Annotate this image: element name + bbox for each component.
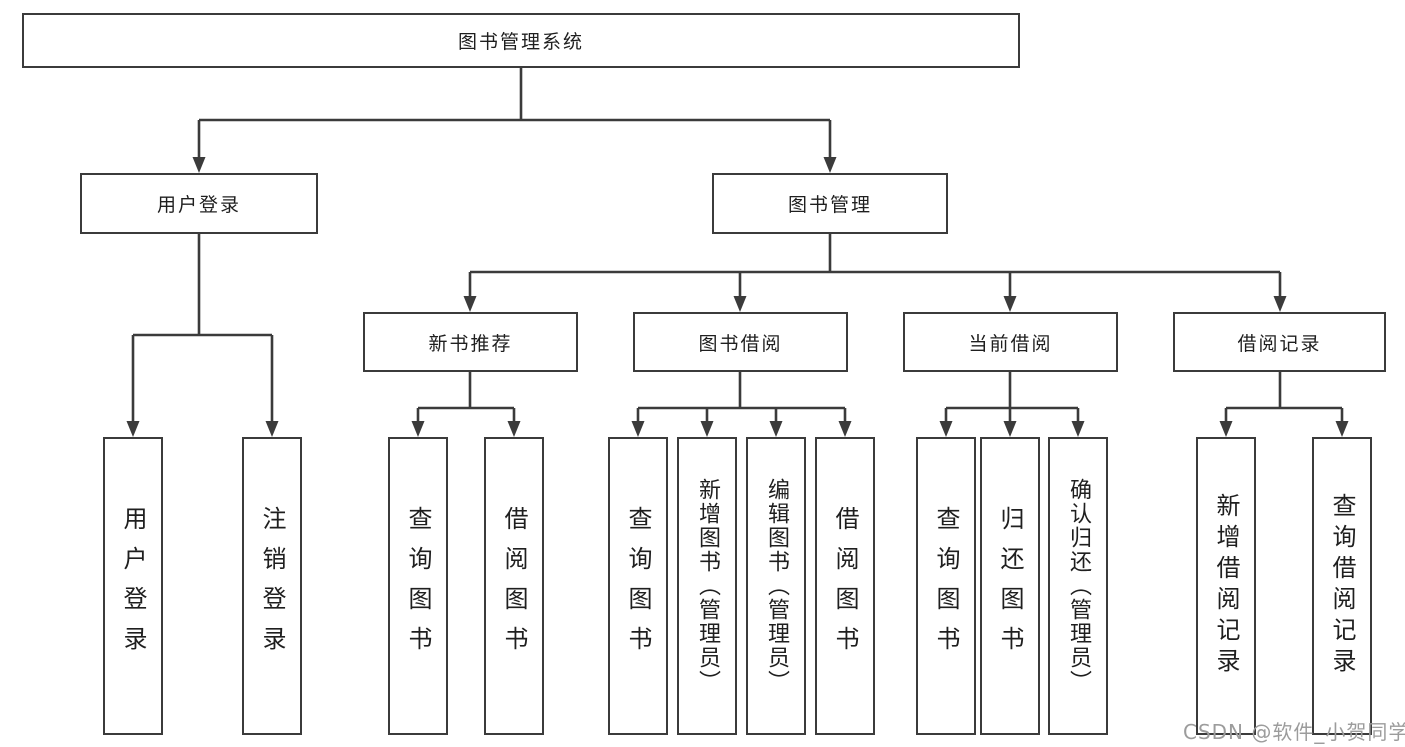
watermark: CSDN @软件_小贺同学 bbox=[1183, 720, 1405, 744]
leaf-edit-book-admin: 编辑图书（管理员） bbox=[746, 437, 806, 735]
node-book-management: 图书管理 bbox=[712, 173, 948, 234]
leaf-return-book: 归还图书 bbox=[980, 437, 1040, 735]
leaf-borrow-books-borrowing: 借阅图书 bbox=[815, 437, 875, 735]
node-library-system: 图书管理系统 bbox=[22, 13, 1020, 68]
node-book-borrowing: 图书借阅 bbox=[633, 312, 848, 372]
node-current-borrowing: 当前借阅 bbox=[903, 312, 1118, 372]
leaf-logout: 注销登录 bbox=[242, 437, 302, 735]
leaf-confirm-return-admin: 确认归还（管理员） bbox=[1048, 437, 1108, 735]
leaf-query-books-recommend: 查询图书 bbox=[388, 437, 448, 735]
leaf-query-books-current: 查询图书 bbox=[916, 437, 976, 735]
arrowheads bbox=[126, 157, 1349, 437]
leaf-query-borrow-record: 查询借阅记录 bbox=[1312, 437, 1372, 735]
node-borrowing-records: 借阅记录 bbox=[1173, 312, 1386, 372]
leaf-query-books-borrowing: 查询图书 bbox=[608, 437, 668, 735]
leaf-borrow-books-recommend: 借阅图书 bbox=[484, 437, 544, 735]
leaf-user-login: 用户登录 bbox=[103, 437, 163, 735]
node-user-login: 用户登录 bbox=[80, 173, 318, 234]
leaf-add-borrow-record: 新增借阅记录 bbox=[1196, 437, 1256, 735]
leaf-add-book-admin: 新增图书（管理员） bbox=[677, 437, 737, 735]
node-new-book-recommend: 新书推荐 bbox=[363, 312, 578, 372]
